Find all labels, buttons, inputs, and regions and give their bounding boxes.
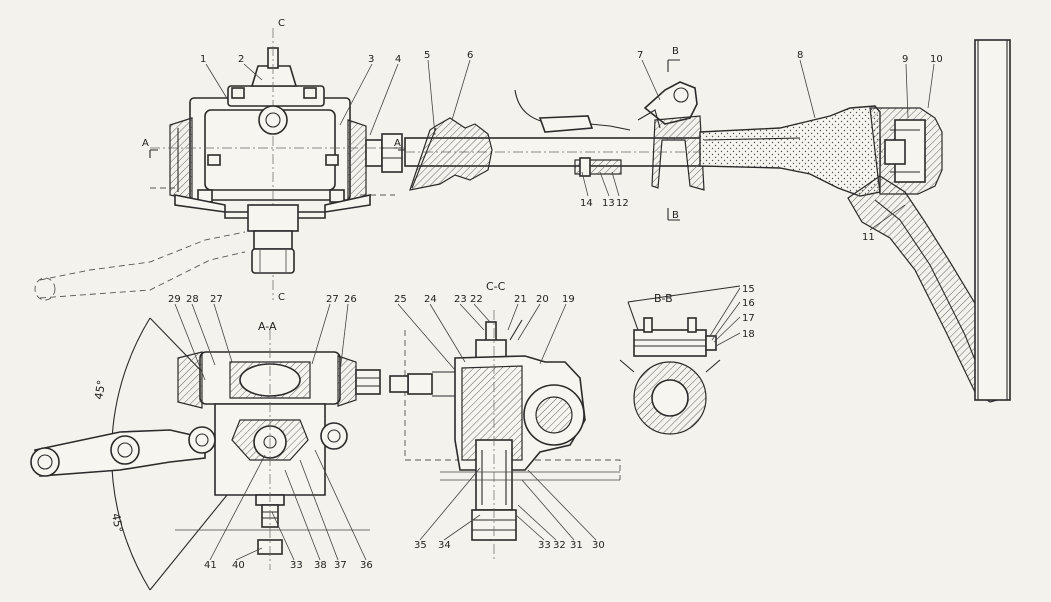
callout-13: 13 xyxy=(602,198,615,209)
callout-3: 3 xyxy=(368,54,374,65)
callout-4: 4 xyxy=(395,54,401,65)
callout-33-cc: 33 xyxy=(538,540,551,551)
callout-16: 16 xyxy=(742,298,755,309)
callout-23: 23 xyxy=(454,294,467,305)
angle-labels: 45° 45° xyxy=(92,379,125,534)
section-c-c-view xyxy=(389,310,621,560)
callout-9: 9 xyxy=(902,54,908,65)
callout-7: 7 xyxy=(637,50,643,61)
cut-mark-a-left: A xyxy=(142,138,149,149)
callout-40: 40 xyxy=(232,560,245,571)
angle-upper: 45° xyxy=(92,379,108,400)
callout-35: 35 xyxy=(414,540,427,551)
cut-mark-c-top: C xyxy=(278,18,285,29)
callout-19: 19 xyxy=(562,294,575,305)
cut-mark-a-right: A xyxy=(394,138,401,149)
callout-8: 8 xyxy=(797,50,803,61)
callout-31: 31 xyxy=(570,540,583,551)
callout-17: 17 xyxy=(742,313,755,324)
steering-column-view xyxy=(404,39,1011,403)
callout-27-right: 27 xyxy=(326,294,339,305)
section-title-bb: B-B xyxy=(654,292,673,305)
callout-18: 18 xyxy=(742,329,755,340)
callout-33-aa: 33 xyxy=(290,560,303,571)
callout-2: 2 xyxy=(238,54,244,65)
callout-32: 32 xyxy=(553,540,566,551)
callout-22: 22 xyxy=(470,294,483,305)
callout-12: 12 xyxy=(616,198,629,209)
angle-lower: 45° xyxy=(109,512,125,533)
callout-10: 10 xyxy=(930,54,943,65)
section-a-a-view xyxy=(30,317,381,591)
cut-marks: A A C C B B xyxy=(142,18,679,303)
callout-34: 34 xyxy=(438,540,451,551)
callout-leaders xyxy=(174,59,935,561)
callout-41: 41 xyxy=(204,560,217,571)
section-b-b-view xyxy=(619,285,741,435)
callout-29: 29 xyxy=(168,294,181,305)
section-title-aa: A-A xyxy=(258,320,277,333)
callout-27-left: 27 xyxy=(210,294,223,305)
callout-14: 14 xyxy=(580,198,593,209)
section-title-cc: C-C xyxy=(486,280,506,293)
callout-37: 37 xyxy=(334,560,347,571)
callout-28: 28 xyxy=(186,294,199,305)
callout-25: 25 xyxy=(394,294,407,305)
cut-mark-b-top: B xyxy=(672,46,679,57)
callout-5: 5 xyxy=(424,50,430,61)
cut-mark-c-bottom: C xyxy=(278,292,285,303)
callout-21: 21 xyxy=(514,294,527,305)
top-gear-box-view xyxy=(34,28,430,301)
callout-36: 36 xyxy=(360,560,373,571)
callout-15: 15 xyxy=(742,284,755,295)
section-titles: A-A C-C B-B xyxy=(258,280,673,333)
callout-38: 38 xyxy=(314,560,327,571)
callout-20: 20 xyxy=(536,294,549,305)
callout-numbers: 1 2 3 4 5 6 7 8 9 10 11 12 13 14 15 16 1… xyxy=(168,50,943,571)
callout-11: 11 xyxy=(862,232,875,243)
callout-24: 24 xyxy=(424,294,437,305)
callout-30: 30 xyxy=(592,540,605,551)
callout-6: 6 xyxy=(467,50,473,61)
callout-1: 1 xyxy=(200,54,206,65)
cut-mark-b-bottom: B xyxy=(672,210,679,221)
callout-26: 26 xyxy=(344,294,357,305)
